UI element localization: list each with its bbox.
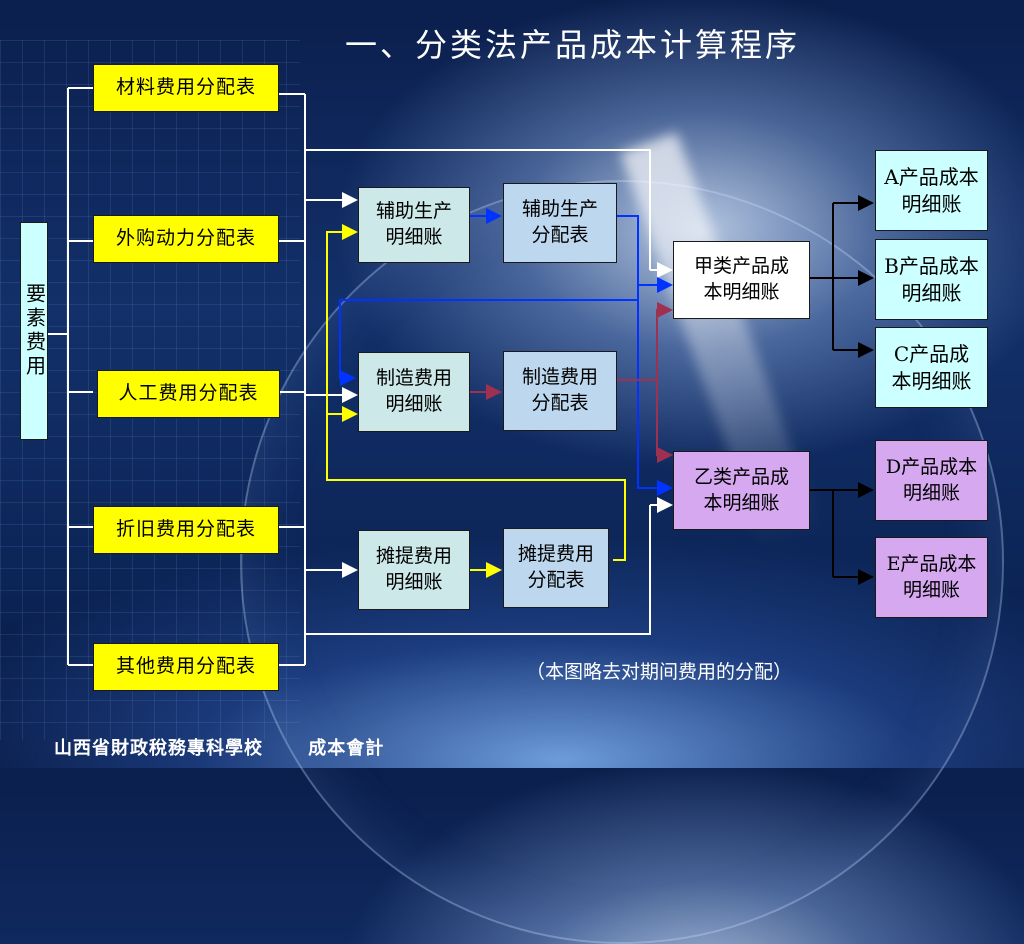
- aux-production-detail-ledger: 辅助生产明细账: [358, 187, 470, 263]
- other-cost-allocation-table: 其他费用分配表: [93, 643, 279, 691]
- footer: 山西省財政稅務專科學校 成本會計: [54, 734, 422, 760]
- amortization-allocation-table: 摊提费用分配表: [503, 528, 609, 608]
- depreciation-allocation-table: 折旧费用分配表: [93, 506, 279, 554]
- class-a-product-cost-ledger: 甲类产品成本明细账: [673, 241, 810, 319]
- period-expense-note: （本图略去对期间费用的分配）: [526, 661, 793, 683]
- slide-title: 一、分类法产品成本计算程序: [345, 26, 801, 64]
- material-cost-allocation-table: 材料费用分配表: [93, 64, 279, 112]
- purchased-power-allocation-table: 外购动力分配表: [93, 215, 279, 263]
- product-c-cost-ledger: C产品成本明细账: [875, 327, 988, 408]
- product-a-cost-ledger: A产品成本明细账: [875, 150, 988, 231]
- root-element-costs: 要素费用: [20, 222, 48, 440]
- product-b-cost-ledger: B产品成本明细账: [875, 239, 988, 320]
- manufacturing-overhead-detail-ledger: 制造费用明细账: [358, 352, 470, 432]
- class-b-product-cost-ledger: 乙类产品成本明细账: [673, 451, 810, 530]
- product-e-cost-ledger: E产品成本明细账: [875, 537, 988, 618]
- amortization-detail-ledger: 摊提费用明细账: [358, 530, 470, 610]
- manufacturing-overhead-allocation-table: 制造费用分配表: [503, 351, 617, 431]
- labor-cost-allocation-table: 人工费用分配表: [97, 370, 280, 418]
- aux-production-allocation-table: 辅助生产分配表: [503, 183, 617, 263]
- flow-connectors: [326, 192, 874, 585]
- footer-course-name: 成本會計: [308, 738, 385, 759]
- footer-school-name: 山西省財政稅務專科學校: [54, 738, 263, 759]
- product-d-cost-ledger: D产品成本明细账: [875, 440, 988, 521]
